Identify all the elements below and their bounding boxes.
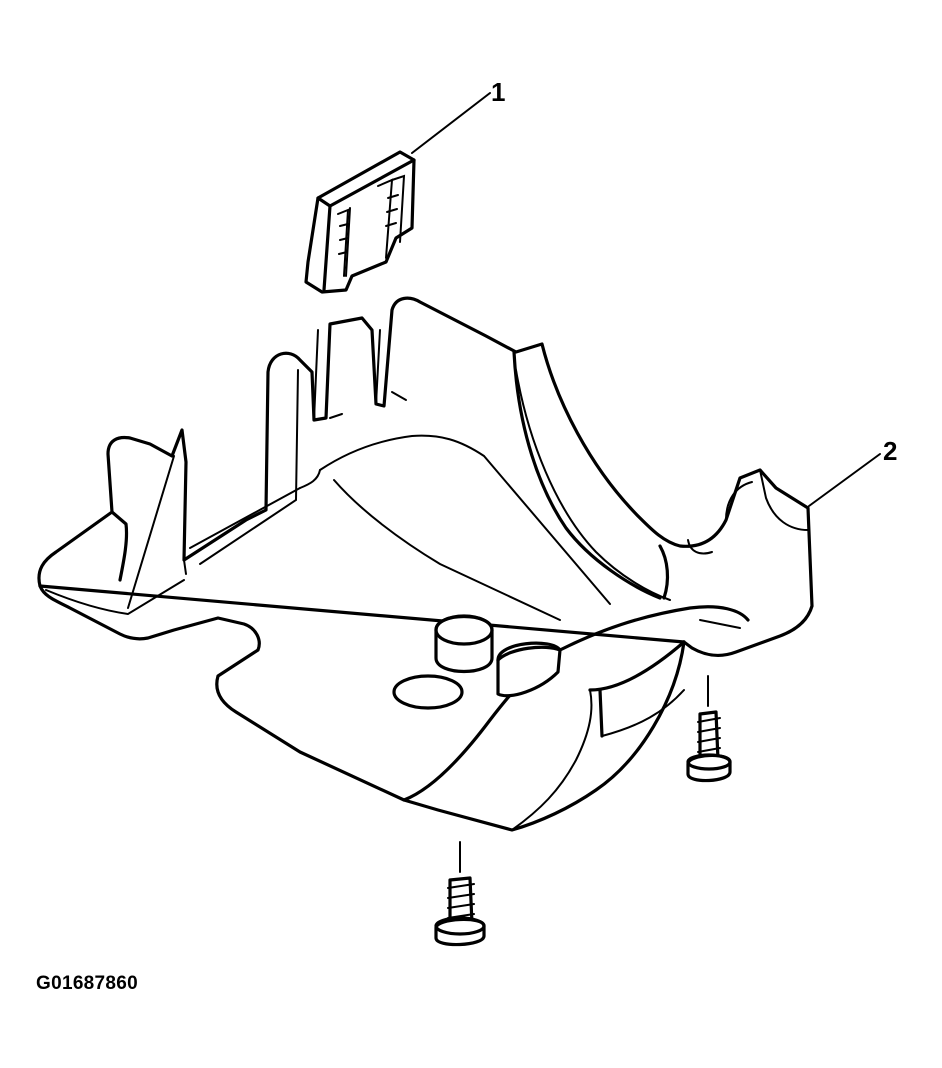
- screw-left: [434, 841, 486, 947]
- boss-post: [434, 614, 494, 674]
- leader-line-2: [808, 453, 881, 507]
- boss-post-rear: [496, 641, 562, 698]
- callout-label-1: 1: [491, 77, 506, 107]
- figure-id: G01687860: [36, 973, 139, 994]
- cover-part-2: [37, 296, 814, 832]
- mounting-hole: [392, 674, 464, 710]
- insert-serrations: [338, 194, 399, 255]
- screw-right: [686, 675, 732, 783]
- callout-label-2: 2: [883, 436, 898, 466]
- leader-line-1: [411, 92, 491, 154]
- insert-part-1: [304, 150, 416, 294]
